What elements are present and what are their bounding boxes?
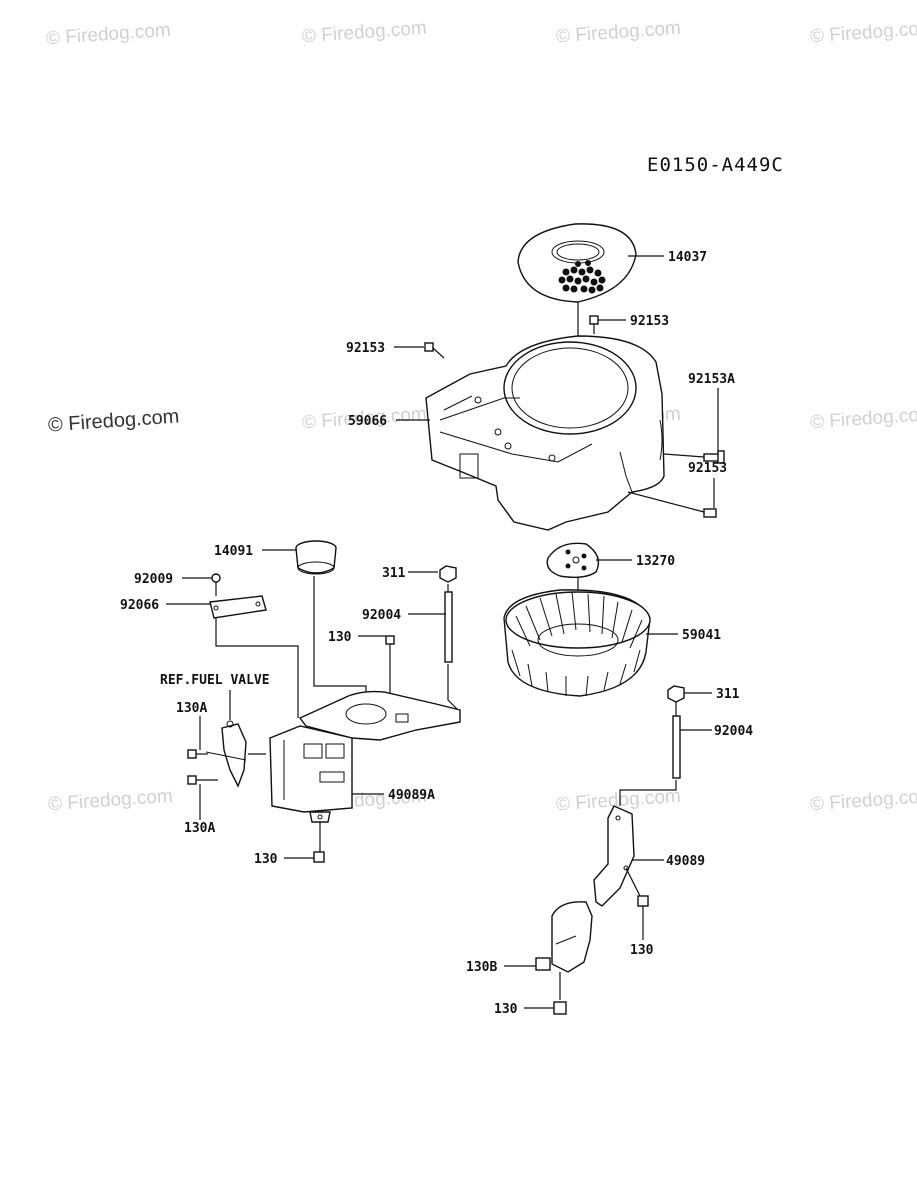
callout-92153A: 92153A — [688, 372, 735, 387]
callout-92066: 92066 — [120, 598, 159, 613]
callout-59041: 59041 — [682, 628, 721, 643]
blower-housing-59066[interactable] — [425, 335, 665, 531]
bolt-92153A[interactable] — [663, 450, 725, 464]
callout-13270: 13270 — [636, 554, 675, 569]
bolt-130B[interactable] — [535, 957, 551, 971]
shroud-49089A[interactable] — [269, 690, 461, 823]
callout-130A-bottom: 130A — [184, 821, 215, 836]
callout-ref-fuel-valve: REF.FUEL VALVE — [160, 673, 270, 688]
callout-130-right: 130 — [630, 943, 654, 958]
plate-13270[interactable] — [546, 542, 600, 579]
bolt-92153-right[interactable] — [627, 491, 717, 518]
plate-92066[interactable] — [209, 595, 267, 619]
callout-130-bottom: 130 — [494, 1002, 518, 1017]
stud-92004-left[interactable] — [444, 584, 453, 663]
callout-130-mid: 130 — [328, 630, 352, 645]
callout-92153-right: 92153 — [688, 461, 727, 476]
stud-92004-right[interactable] — [672, 702, 681, 779]
diagram-code: E0150-A449C — [647, 154, 784, 176]
screen-cap-14037[interactable] — [517, 223, 637, 303]
screw-92009[interactable] — [211, 573, 221, 583]
callout-49089: 49089 — [666, 854, 705, 869]
screw-130A-bottom[interactable] — [187, 775, 218, 785]
fuel-valve-bracket[interactable] — [205, 720, 247, 788]
nut-311-left[interactable] — [439, 565, 457, 583]
callout-92004-left: 92004 — [362, 608, 401, 623]
callout-92004-right: 92004 — [714, 724, 753, 739]
callout-92153-left: 92153 — [346, 341, 385, 356]
callout-311-left: 311 — [382, 566, 406, 581]
bolt-92153-top[interactable] — [589, 315, 599, 334]
callout-311-right: 311 — [716, 687, 740, 702]
bolt-130-left[interactable] — [313, 851, 325, 863]
callout-92153-top: 92153 — [630, 314, 669, 329]
callout-14091: 14091 — [214, 544, 253, 559]
cup-14091[interactable] — [295, 540, 337, 575]
bolt-92153-left[interactable] — [424, 342, 445, 359]
callout-49089A: 49089A — [388, 788, 435, 803]
callout-130-left: 130 — [254, 852, 278, 867]
fan-59041[interactable] — [503, 589, 651, 697]
bolt-130-right[interactable] — [637, 895, 649, 907]
bracket-49089[interactable] — [551, 805, 635, 973]
callout-130A-top: 130A — [176, 701, 207, 716]
callout-130B: 130B — [466, 960, 497, 975]
bolt-130-mid[interactable] — [385, 635, 395, 696]
callout-14037: 14037 — [668, 250, 707, 265]
nut-311-right[interactable] — [667, 685, 685, 703]
bolt-130-bottom[interactable] — [553, 1001, 567, 1015]
screw-130A-top[interactable] — [187, 749, 208, 759]
callout-92009: 92009 — [134, 572, 173, 587]
callout-59066: 59066 — [348, 414, 387, 429]
